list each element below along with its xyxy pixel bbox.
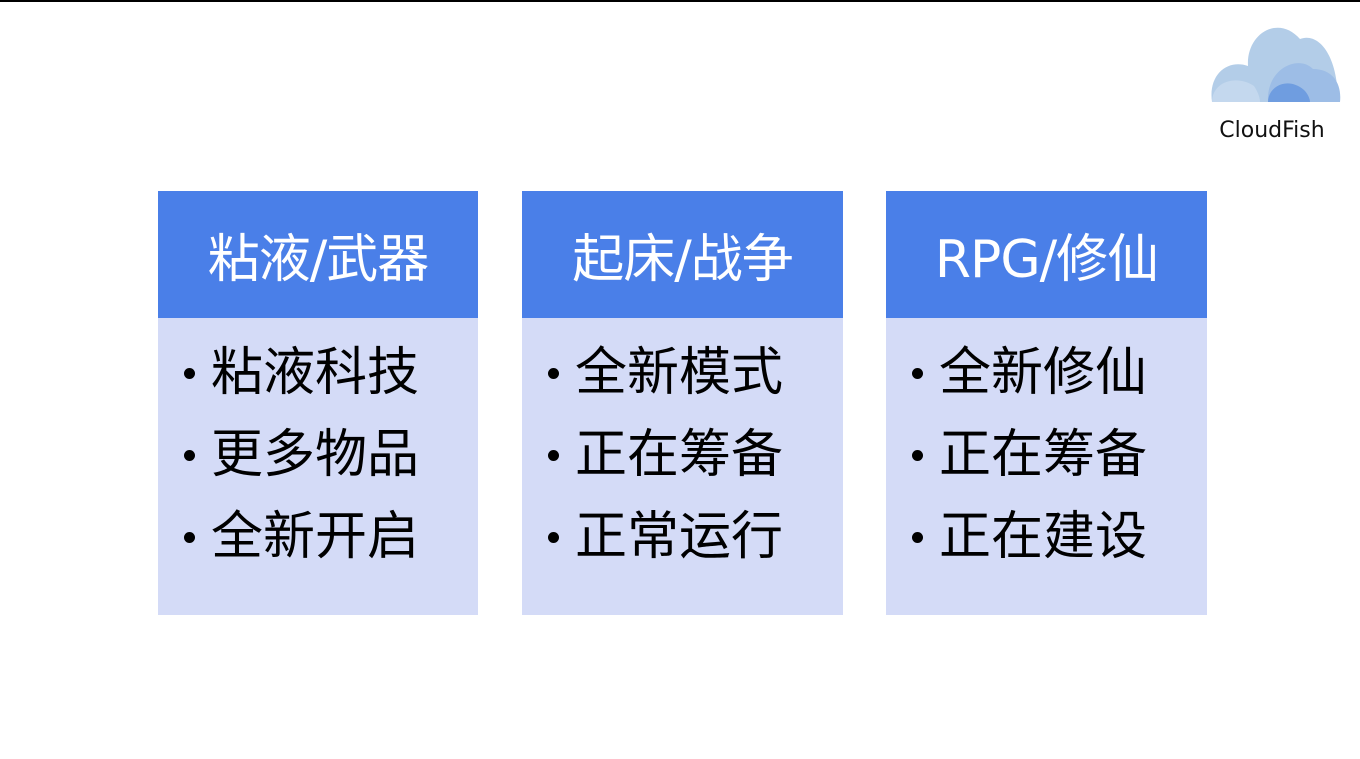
list-item: 全新开启 bbox=[184, 496, 478, 578]
item-text: 全新模式 bbox=[575, 343, 784, 403]
list-item: 全新模式 bbox=[548, 332, 843, 414]
bullet-icon bbox=[912, 367, 923, 379]
list-item: 正常运行 bbox=[548, 496, 843, 578]
list-item: 全新修仙 bbox=[912, 332, 1207, 414]
bullet-icon bbox=[548, 449, 559, 461]
item-text: 正常运行 bbox=[575, 507, 784, 567]
bullet-icon bbox=[184, 449, 195, 461]
list-item: 正在筹备 bbox=[548, 414, 843, 496]
item-text: 全新修仙 bbox=[939, 343, 1148, 403]
card-list: 全新修仙 正在筹备 正在建设 bbox=[886, 318, 1207, 578]
list-item: 正在筹备 bbox=[912, 414, 1207, 496]
card-list: 全新模式 正在筹备 正常运行 bbox=[522, 318, 843, 578]
item-text: 正在建设 bbox=[939, 507, 1148, 567]
logo-text: CloudFish bbox=[1219, 118, 1325, 143]
top-border bbox=[0, 0, 1360, 2]
bullet-icon bbox=[184, 367, 195, 379]
cloud-logo-icon bbox=[1211, 27, 1341, 102]
bullet-icon bbox=[548, 531, 559, 543]
bullet-icon bbox=[912, 531, 923, 543]
card-slime-weapons: 粘液/武器 粘液科技 更多物品 全新开启 bbox=[158, 191, 478, 615]
item-text: 正在筹备 bbox=[575, 425, 784, 485]
card-title: 起床/战争 bbox=[522, 191, 843, 318]
list-item: 粘液科技 bbox=[184, 332, 478, 414]
card-rpg-cultivation: RPG/修仙 全新修仙 正在筹备 正在建设 bbox=[886, 191, 1207, 615]
card-title: RPG/修仙 bbox=[886, 191, 1207, 318]
item-text: 更多物品 bbox=[211, 425, 420, 485]
list-item: 更多物品 bbox=[184, 414, 478, 496]
bullet-icon bbox=[184, 531, 195, 543]
item-text: 粘液科技 bbox=[211, 343, 420, 403]
card-title: 粘液/武器 bbox=[158, 191, 478, 318]
bullet-icon bbox=[912, 449, 923, 461]
bullet-icon bbox=[548, 367, 559, 379]
card-list: 粘液科技 更多物品 全新开启 bbox=[158, 318, 478, 578]
item-text: 全新开启 bbox=[211, 507, 420, 567]
card-bedwars: 起床/战争 全新模式 正在筹备 正常运行 bbox=[522, 191, 843, 615]
item-text: 正在筹备 bbox=[939, 425, 1148, 485]
list-item: 正在建设 bbox=[912, 496, 1207, 578]
